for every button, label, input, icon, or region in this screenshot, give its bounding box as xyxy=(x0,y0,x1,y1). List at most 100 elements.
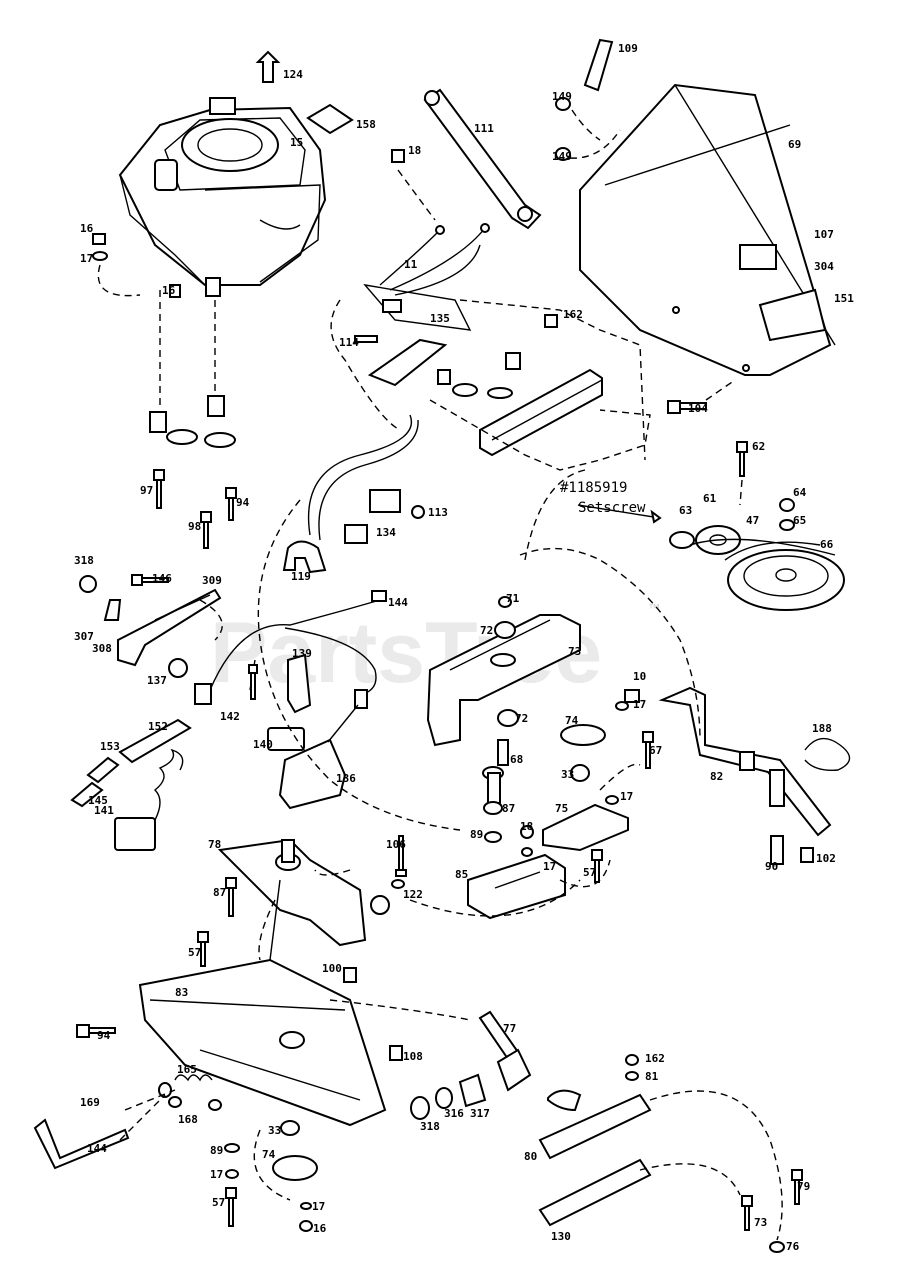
callout-label: 109 xyxy=(618,42,638,55)
callout-label: 111 xyxy=(474,122,494,135)
callout-label: 307 xyxy=(74,630,94,643)
callout-label: 69 xyxy=(788,138,801,151)
callout-label: 102 xyxy=(816,852,836,865)
callout-label: 308 xyxy=(92,642,112,655)
callout-label: 81 xyxy=(645,1070,659,1083)
callout-label: 16 xyxy=(313,1222,327,1235)
callout-label: 146 xyxy=(152,572,172,585)
callout-label: 149 xyxy=(552,150,572,163)
callout-label: 17 xyxy=(633,698,646,711)
callout-label: 80 xyxy=(524,1150,537,1163)
callout-label: 145 xyxy=(88,794,108,807)
callout-label: 309 xyxy=(202,574,222,587)
callout-label: 106 xyxy=(386,838,406,851)
callout-label: 162 xyxy=(645,1052,665,1065)
callout-label: 47 xyxy=(746,514,759,527)
callout-label: 33 xyxy=(268,1124,281,1137)
callout-label: 90 xyxy=(765,860,778,873)
callout-label: 18 xyxy=(408,144,421,157)
callout-label: 124 xyxy=(283,68,303,81)
callout-label: 10 xyxy=(633,670,646,683)
callout-label: 94 xyxy=(97,1029,111,1042)
callout-label: 104 xyxy=(688,402,708,415)
callout-label: 77 xyxy=(503,1022,516,1035)
callout-label: 94 xyxy=(236,496,250,509)
callout-label: 57 xyxy=(583,866,596,879)
callout-label: 75 xyxy=(555,802,568,815)
callout-label: 66 xyxy=(820,538,834,551)
callout-label: 83 xyxy=(175,986,188,999)
arrow-icon xyxy=(255,50,281,83)
callout-label: 89 xyxy=(210,1144,223,1157)
callout-label: 304 xyxy=(814,260,834,273)
part-number-annotation: #1185919 xyxy=(560,480,627,496)
callout-label: 318 xyxy=(74,554,94,567)
callout-label: 114 xyxy=(339,336,359,349)
setscrew-leader-line xyxy=(577,504,661,519)
callout-label: 165 xyxy=(177,1063,197,1076)
callout-label: 17 xyxy=(620,790,633,803)
callout-label: 74 xyxy=(262,1148,276,1161)
callout-label: 141 xyxy=(94,804,114,817)
callout-label: 136 xyxy=(336,772,356,785)
callout-label: 144 xyxy=(388,596,408,609)
callout-label: 65 xyxy=(793,514,806,527)
callout-label: 82 xyxy=(710,770,723,783)
callout-label: 17 xyxy=(210,1168,223,1181)
callout-label: 85 xyxy=(455,868,468,881)
decal-158 xyxy=(306,103,354,135)
callout-label: 122 xyxy=(403,888,423,901)
callout-label: 16 xyxy=(80,222,94,235)
callout-label: 188 xyxy=(812,722,832,735)
callout-label: 61 xyxy=(703,492,717,505)
callout-label: 73 xyxy=(754,1216,767,1229)
callout-label: 78 xyxy=(208,838,221,851)
callout-label: 67 xyxy=(649,744,662,757)
callout-label: 87 xyxy=(502,802,515,815)
callout-label: 316 xyxy=(444,1107,464,1120)
callout-label: 63 xyxy=(679,504,692,517)
callout-label: 97 xyxy=(140,484,153,497)
callout-label: 11 xyxy=(404,258,418,271)
callout-label: 15 xyxy=(290,136,303,149)
callout-label: 137 xyxy=(147,674,167,687)
callout-label: 17 xyxy=(543,860,556,873)
callout-label: 108 xyxy=(403,1050,423,1063)
callout-label: 17 xyxy=(312,1200,325,1213)
callout-label: 130 xyxy=(551,1230,571,1243)
callout-label: 71 xyxy=(506,592,520,605)
callout-label: 57 xyxy=(212,1196,225,1209)
callout-label: 18 xyxy=(520,820,533,833)
callout-label: 142 xyxy=(220,710,240,723)
callout-label: 144 xyxy=(87,1142,107,1155)
callout-label: 135 xyxy=(430,312,450,325)
callout-label: 318 xyxy=(420,1120,440,1133)
callout-label: 17 xyxy=(80,252,93,265)
callout-label: 62 xyxy=(752,440,765,453)
callout-label: 100 xyxy=(322,962,342,975)
callout-label: 317 xyxy=(470,1107,490,1120)
callout-label: 113 xyxy=(428,506,448,519)
callout-label: 87 xyxy=(213,886,226,899)
setscrew-annotation: Setscrew xyxy=(578,500,646,516)
callout-label: 74 xyxy=(565,714,579,727)
callout-label: 119 xyxy=(291,570,311,583)
watermark-trademark: ™ xyxy=(648,601,660,615)
callout-label: 158 xyxy=(356,118,376,131)
callout-label: 153 xyxy=(100,740,120,753)
engine xyxy=(118,97,327,297)
callout-label: 72 xyxy=(480,624,493,637)
callout-label: 79 xyxy=(797,1180,810,1193)
callout-label: 98 xyxy=(188,520,201,533)
callout-label: 76 xyxy=(786,1240,800,1253)
callout-label: 140 xyxy=(253,738,273,751)
callout-labels: 124 158 15 16 17 16 111 18 11 135 114 16… xyxy=(74,42,854,1253)
callout-label: 57 xyxy=(188,946,201,959)
callout-label: 16 xyxy=(162,284,176,297)
callout-label: 169 xyxy=(80,1096,100,1109)
callout-label: 152 xyxy=(148,720,168,733)
callout-label: 89 xyxy=(470,828,483,841)
callout-label: 72 xyxy=(515,712,528,725)
